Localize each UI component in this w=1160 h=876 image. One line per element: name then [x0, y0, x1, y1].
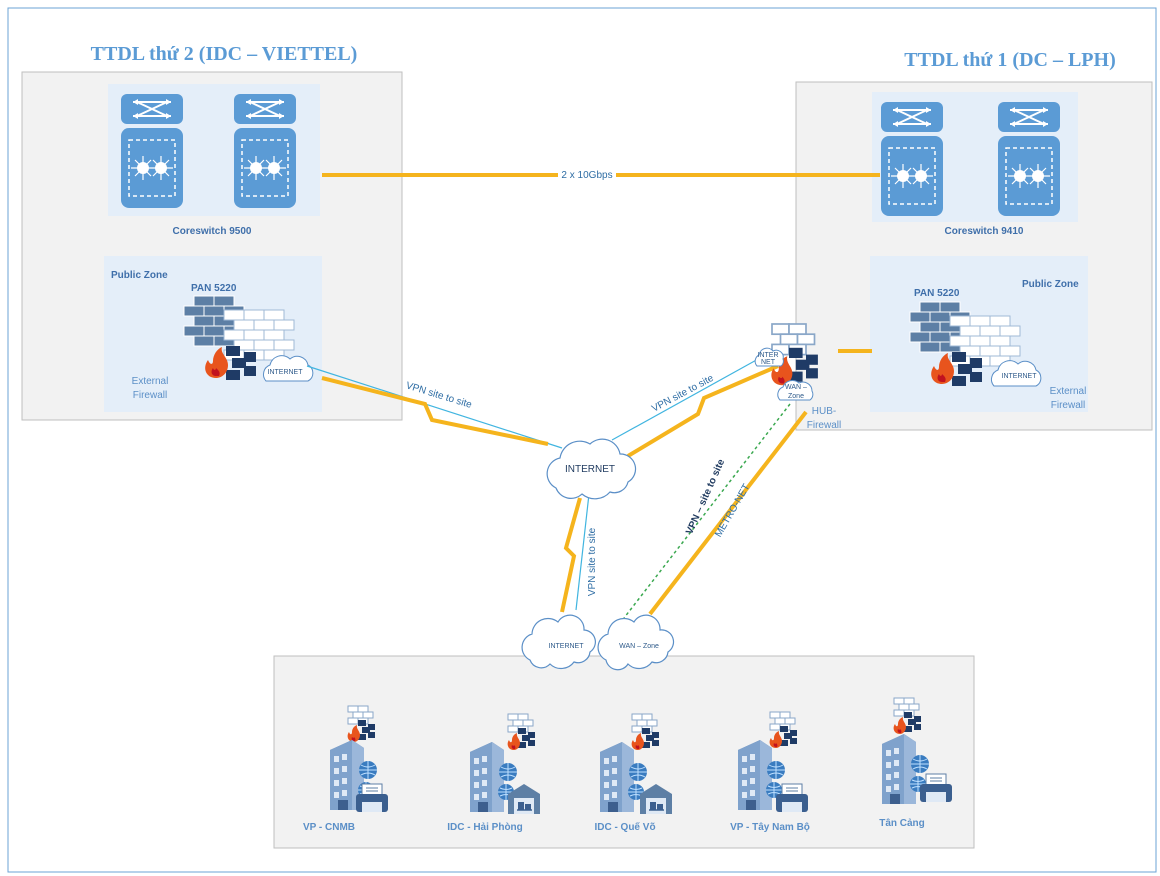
dc1-vpn-line [611, 357, 761, 441]
interconnect-label-bg [558, 168, 616, 180]
hub-internet-2: NET [761, 359, 776, 366]
dc1-cloud-label: INTERNET [1002, 373, 1038, 380]
dc1-fw-caption-2: Firewall [1051, 400, 1085, 411]
branch-internet-cloud: INTERNET [521, 614, 596, 670]
hub-internet-cloud: INTER NET [754, 347, 784, 367]
site-dc2-title: TTDL thứ 2 (IDC – VIETTEL) [91, 43, 358, 65]
office-item: Tân Cảng [879, 697, 953, 829]
hub-caption-2: Firewall [807, 420, 841, 431]
center-cloud-label: INTERNET [565, 464, 615, 475]
dc2-firewall-model: PAN 5220 [191, 283, 237, 294]
office-item: IDC - Quế Võ [594, 713, 673, 833]
dc1-core-label: Coreswitch 9410 [945, 226, 1024, 237]
core-switch-icon [233, 93, 297, 209]
office-label: Tân Cảng [879, 818, 925, 829]
office-item: VP - Tây Nam Bộ [730, 711, 810, 833]
core-switch-icon [997, 101, 1061, 217]
office-label: VP - CNMB [303, 822, 355, 833]
office-item: IDC - Hải Phòng [447, 713, 541, 833]
hub-wan-cloud: WAN – Zone [777, 379, 814, 401]
dc2-fw-caption-2: Firewall [133, 390, 167, 401]
site-dc1: TTDL thứ 1 (DC – LPH) Coreswitch 9410 Pu… [795, 49, 1153, 431]
dc2-public-zone-label: Public Zone [111, 270, 168, 281]
branch-wan-label: WAN – Zone [619, 643, 659, 650]
branch-internet-label: INTERNET [549, 643, 585, 650]
hub-wan-2: Zone [788, 393, 804, 400]
hub-wan-1: WAN – [785, 384, 807, 391]
office-label: VP - Tây Nam Bộ [730, 822, 810, 833]
dc1-internet-cloud: INTERNET [990, 360, 1042, 387]
dc1-fiber-bolt [626, 364, 779, 458]
site-dc1-title: TTDL thứ 1 (DC – LPH) [904, 49, 1115, 71]
office-label: IDC - Quế Võ [594, 821, 655, 833]
dc2-core-label: Coreswitch 9500 [173, 226, 252, 237]
dc2-internet-cloud: INTERNET [262, 355, 314, 382]
dc2-cloud-label: INTERNET [268, 369, 304, 376]
site-dc2: TTDL thứ 2 (IDC – VIETTEL) Coreswitch 95… [21, 43, 403, 421]
dc2-fw-caption-1: External [132, 376, 169, 387]
hub-firewall: INTER NET WAN – Zone HUB- Firewall [754, 323, 841, 431]
branch-area: INTERNET WAN – Zone VP - CNMB IDC - Hải … [273, 614, 975, 849]
hub-caption-1: HUB- [812, 406, 836, 417]
office-label: IDC - Hải Phòng [447, 822, 523, 833]
hub-internet-1: INTER [758, 352, 779, 359]
office-item: VP - CNMB [303, 705, 389, 833]
dc1-fw-caption-1: External [1050, 386, 1087, 397]
interconnect-label: 2 x 10Gbps [561, 170, 612, 181]
dc2-fiber-bolt [321, 376, 549, 446]
branch-fiber-bolt [560, 497, 582, 613]
branch-vpn-label: VPN site to site [587, 527, 598, 596]
dc1-public-zone-label: Public Zone [1022, 279, 1079, 290]
center-internet-cloud: INTERNET [546, 438, 637, 500]
core-switch-icon [120, 93, 184, 209]
branch-wan-cloud: WAN – Zone [597, 614, 675, 671]
core-switch-icon [880, 101, 944, 217]
dc1-firewall-model: PAN 5220 [914, 288, 960, 299]
branch-vpn-line [575, 493, 590, 611]
metro-link [648, 410, 808, 616]
dc2-vpn-line [306, 365, 563, 449]
